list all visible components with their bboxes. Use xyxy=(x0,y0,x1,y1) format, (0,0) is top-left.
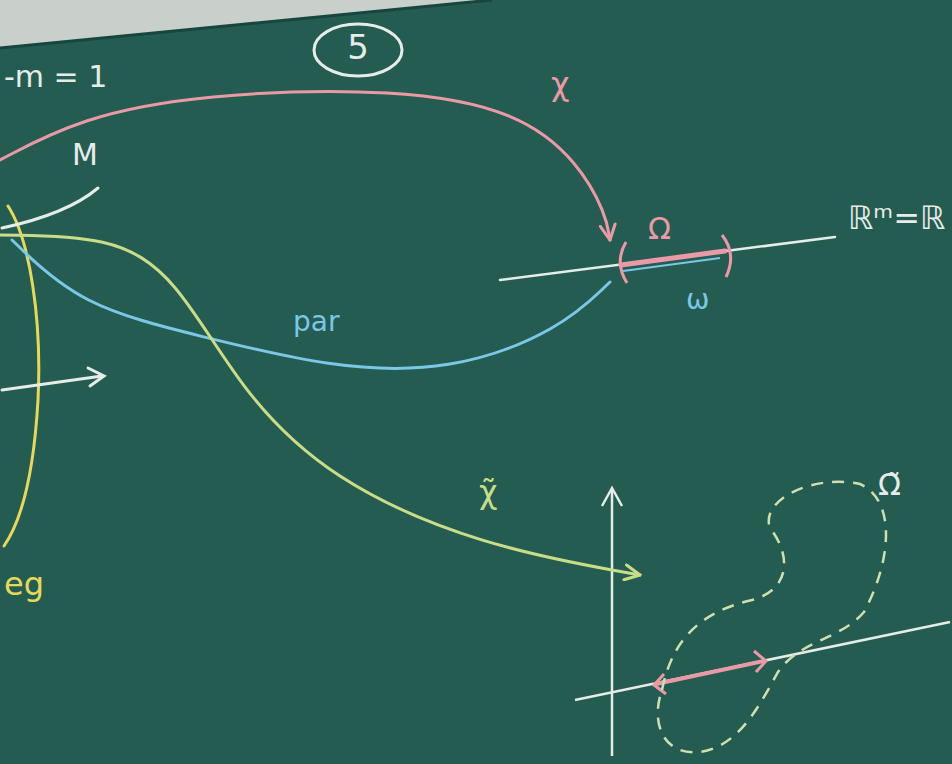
interval-outline xyxy=(610,212,735,322)
interval: Ωω xyxy=(610,212,735,322)
interval-stroke xyxy=(722,235,731,277)
node-label: Ω xyxy=(648,212,671,247)
frame-edge xyxy=(0,0,492,48)
node-label: M xyxy=(72,138,98,173)
image-region-outline xyxy=(640,462,932,760)
equation-fragment: -m = 1 xyxy=(4,60,107,95)
section-circle-stroke xyxy=(314,24,402,76)
image-region: Ω̃ xyxy=(640,462,932,760)
interval-stroke xyxy=(623,258,720,271)
manifold-stroke xyxy=(2,188,98,228)
node-label: ω xyxy=(686,284,709,316)
chart-map-arrow xyxy=(0,92,610,240)
parametrization-curve xyxy=(12,240,610,368)
edge-label: χ xyxy=(548,66,572,103)
axis-arrowhead xyxy=(602,488,622,506)
white-arrowhead xyxy=(88,368,104,386)
space-label: ℝᵐ=ℝ xyxy=(848,200,945,237)
edge-label: par xyxy=(290,306,342,338)
tilde-chart-arrow xyxy=(0,235,640,575)
node-label: Ω̃ xyxy=(878,468,901,503)
horizontal-axis xyxy=(575,622,950,700)
edge-label: χ̃ xyxy=(476,474,500,511)
vertical-axis xyxy=(611,490,614,756)
word-fragment: eg xyxy=(4,566,44,603)
manifold-outline xyxy=(0,130,125,240)
node-label: 5 xyxy=(347,28,369,67)
yellow-curve xyxy=(4,206,39,546)
manifold: M xyxy=(0,130,125,240)
board-frame xyxy=(0,0,492,48)
interval-stroke xyxy=(621,251,725,265)
pink-interval xyxy=(656,661,764,684)
white-arrow xyxy=(2,376,102,390)
interval-stroke xyxy=(620,242,627,283)
interval-end xyxy=(754,651,766,672)
section-circle: 5 xyxy=(312,22,404,78)
image-region-stroke xyxy=(658,482,886,753)
